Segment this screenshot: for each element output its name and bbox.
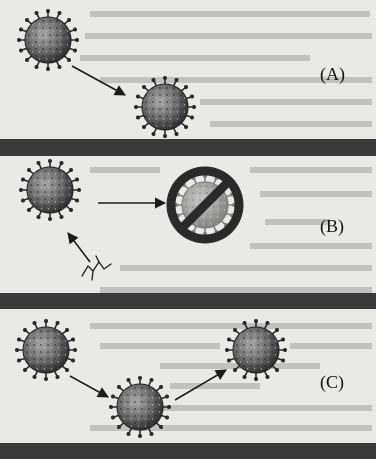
label-a: (A) <box>320 64 345 85</box>
virus-particle-icon <box>17 9 79 71</box>
membrane-bar-middle <box>0 293 376 309</box>
label-c: (C) <box>320 372 344 393</box>
membrane-bar-bottom <box>0 443 376 459</box>
virus-particle-icon <box>109 376 171 438</box>
membrane-bar-top <box>0 139 376 156</box>
virus-particle-icon <box>134 76 196 138</box>
virus-particle-icon <box>225 319 287 381</box>
prohibition-sign-icon <box>171 171 239 239</box>
virus-particle-icon <box>19 159 81 221</box>
virus-particle-icon <box>15 319 77 381</box>
label-b: (B) <box>320 216 344 237</box>
panel-a: (A) <box>17 9 345 138</box>
antibody-icon <box>82 256 111 280</box>
arrow-b-up <box>68 233 90 262</box>
arrow-c-1 <box>70 376 108 397</box>
panel-c: (C) <box>15 319 344 438</box>
